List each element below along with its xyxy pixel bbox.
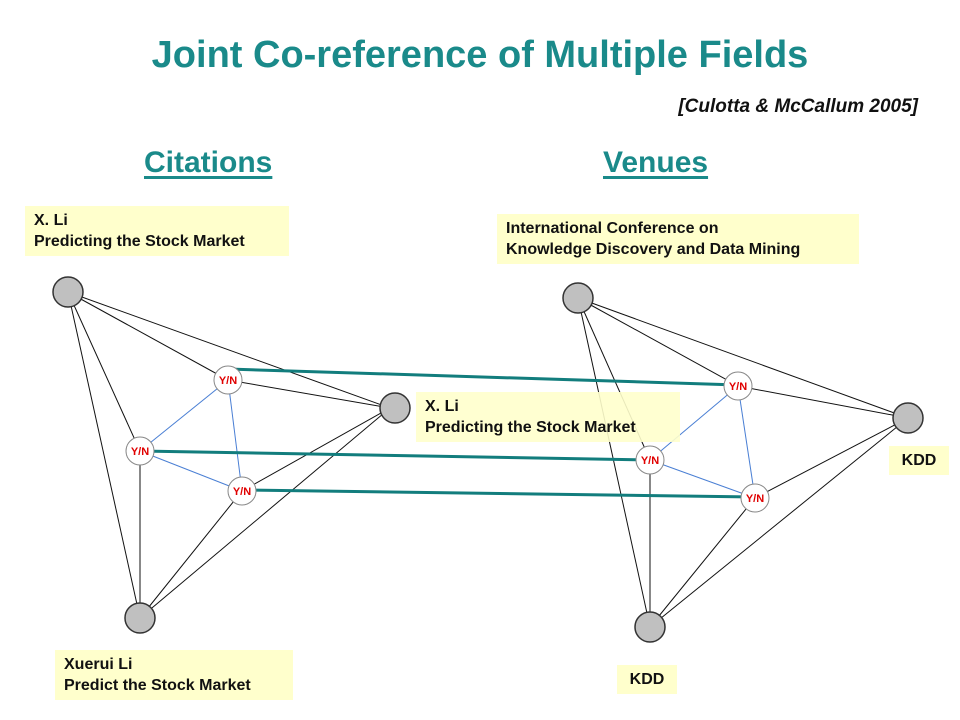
edge-c1-yn1 <box>67 291 229 381</box>
venue-edges <box>577 297 909 628</box>
link-yn2 <box>139 449 651 462</box>
venue-factor-edges <box>649 385 756 499</box>
yn-label: Y/N <box>729 381 747 393</box>
edge-v3-yn3 <box>649 497 756 628</box>
edge-v1-yn1 <box>577 297 739 387</box>
venue-decision-2: Y/N <box>635 445 665 475</box>
venue-node-2 <box>892 402 924 434</box>
citation-decision-3: Y/N <box>227 476 257 506</box>
venue-note-right: KDD <box>889 446 949 475</box>
venue-node-1 <box>562 282 594 314</box>
edge-c2-yn1 <box>227 379 391 409</box>
venue-note-bottom: KDD <box>617 665 677 694</box>
yn-label: Y/N <box>219 375 237 387</box>
citation-node-1 <box>52 276 84 308</box>
yn-label: Y/N <box>131 446 149 458</box>
page-title: Joint Co-reference of Multiple Fields <box>151 34 809 76</box>
edge-c2-yn3 <box>241 407 391 492</box>
citation-reference: [Culotta & McCallum 2005] <box>678 96 918 117</box>
yn-label: Y/N <box>233 486 251 498</box>
edge-c3-yn3 <box>139 490 243 619</box>
citation-factor-edges <box>139 379 243 492</box>
citations-heading: Citations <box>144 146 273 179</box>
citation-note-top: X. Li Predicting the Stock Market <box>25 206 289 256</box>
venue-decision-3: Y/N <box>740 483 770 513</box>
edge-v2-yn3 <box>754 417 909 499</box>
link-yn1 <box>227 367 739 387</box>
yn-label: Y/N <box>746 493 764 505</box>
yn-label: Y/N <box>641 455 659 467</box>
citation-note-mid: X. Li Predicting the Stock Market <box>416 392 680 442</box>
edge-c1-yn2 <box>67 291 141 452</box>
citation-edges <box>67 291 391 619</box>
edge-c1-c3 <box>67 291 141 619</box>
edge-v1-v3 <box>577 297 651 628</box>
edge-v1-v2 <box>577 297 909 419</box>
venue-note-top: International Conference on Knowledge Di… <box>497 214 859 264</box>
edge-c1-c2 <box>67 291 391 409</box>
citation-decision-2: Y/N <box>125 436 155 466</box>
link-yn3 <box>241 488 756 499</box>
mention-nodes <box>52 276 924 643</box>
edge-v2-yn1 <box>737 385 909 419</box>
venue-decision-1: Y/N <box>723 371 753 401</box>
edge-c2-c3 <box>139 407 391 619</box>
citation-node-3 <box>124 602 156 634</box>
venues-heading: Venues <box>603 146 709 179</box>
citation-note-bottom: Xuerui Li Predict the Stock Market <box>55 650 293 700</box>
venue-node-3 <box>634 611 666 643</box>
citation-node-2 <box>379 392 411 424</box>
cross-field-links <box>139 367 756 499</box>
edge-v2-v3 <box>649 417 909 628</box>
citation-decision-1: Y/N <box>213 365 243 395</box>
